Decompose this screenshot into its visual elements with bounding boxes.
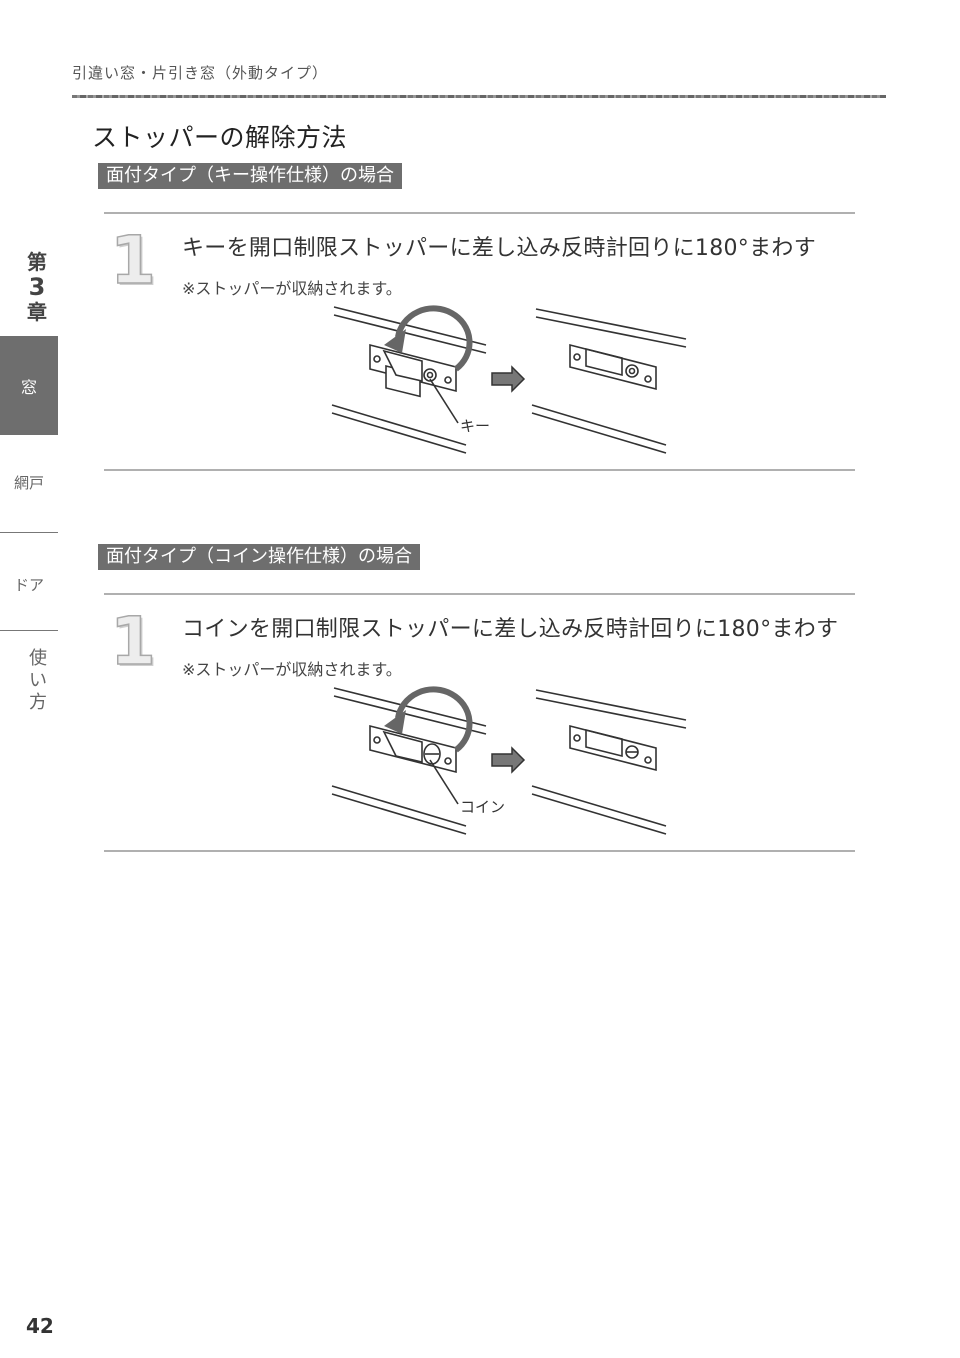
step-note: ※ストッパーが収納されます。 — [182, 660, 402, 679]
tab-divider — [0, 532, 58, 533]
step-note: ※ストッパーが収納されます。 — [182, 279, 402, 298]
tab-usage-line: い — [29, 670, 47, 691]
callout-label: コイン — [460, 798, 505, 816]
section-heading-coin: 面付タイプ（コイン操作仕様）の場合 — [98, 544, 420, 570]
section-heading-key: 面付タイプ（キー操作仕様）の場合 — [98, 163, 402, 189]
step-number: 1 — [109, 222, 156, 299]
tab-usage[interactable]: 使 い 方 — [0, 648, 76, 714]
key-stopper-illustration: キー — [331, 305, 687, 454]
step-number: 1 — [109, 603, 156, 680]
callout-label: キー — [460, 417, 490, 435]
tab-divider — [0, 630, 58, 631]
page-title: ストッパーの解除方法 — [92, 123, 348, 152]
tab-usage-line: 使 — [29, 648, 47, 669]
step-instruction: キーを開口制限ストッパーに差し込み反時計回りに180°まわす — [182, 236, 816, 261]
tab-screen[interactable]: 網戸 — [13, 474, 44, 492]
tab-usage-line: 方 — [29, 692, 47, 713]
chapter-number: 3 — [28, 273, 46, 301]
chapter-prefix: 第 — [27, 250, 47, 274]
page-number: 42 — [26, 1314, 54, 1338]
header-title: 引違い窓・片引き窓（外動タイプ） — [72, 64, 329, 82]
tab-door[interactable]: ドア — [13, 576, 44, 594]
section-divider — [104, 469, 855, 471]
section-divider — [104, 850, 855, 852]
chapter-indicator: 第 3 章 — [0, 250, 74, 324]
tab-window[interactable]: 窓 — [0, 336, 58, 435]
chapter-suffix: 章 — [27, 300, 47, 324]
section-divider — [104, 212, 855, 214]
section-divider — [104, 593, 855, 595]
step-instruction: コインを開口制限ストッパーに差し込み反時計回りに180°まわす — [182, 617, 839, 642]
header-divider — [72, 95, 886, 98]
tab-window-label: 窓 — [20, 377, 37, 397]
coin-stopper-illustration: コイン — [331, 686, 687, 835]
